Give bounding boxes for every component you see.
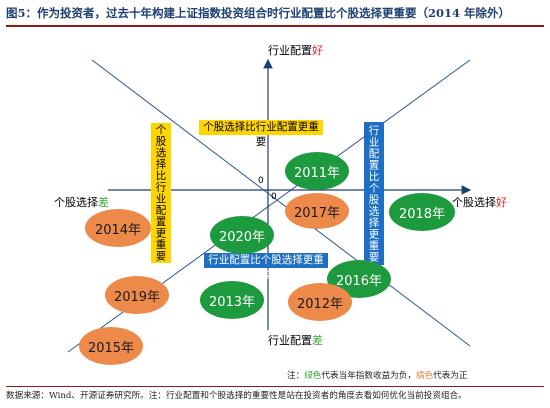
diagonal-line-descending	[91, 59, 471, 347]
region-label-stock-over-sector-horizontal: 个股选择比行业配置更重要	[199, 120, 323, 148]
year-bubble-2014: 2014年	[85, 209, 151, 247]
region-label-sector-over-stock-vertical: 行业配置比个股选择更重要	[364, 122, 384, 265]
axis-label-right: 个股选择好	[452, 196, 507, 209]
year-bubble-2013: 2013年	[200, 281, 264, 319]
year-bubble-2015: 2015年	[79, 327, 143, 365]
region-label-stock-over-sector-vertical: 个股选择比行业配置更重要	[151, 123, 171, 263]
year-bubble-2020: 2020年	[210, 216, 274, 254]
title-rule	[6, 25, 544, 27]
axis-label-top: 行业配置好	[268, 44, 323, 57]
year-bubble-2012: 2012年	[288, 283, 352, 321]
year-bubble-2011: 2011年	[285, 152, 349, 190]
color-legend-note: 注：绿色代表当年指数收益为负，橘色代表为正	[287, 371, 468, 381]
year-bubble-2017: 2017年	[285, 193, 349, 229]
region-label-sector-over-stock-horizontal: 行业配置比个股选择更重要	[204, 253, 328, 281]
origin-label-x: 0	[258, 176, 264, 186]
figure-title: 图5：作为投资者，过去十年构建上证指数投资组合时行业配置比个股选择更重要（201…	[6, 6, 511, 20]
origin-label-y: 0	[271, 192, 277, 202]
axis-label-left: 个股选择差	[54, 196, 109, 209]
axis-label-bottom: 行业配置差	[268, 334, 323, 347]
source-note: 数据来源：Wind、开源证券研究所。注：行业配置和个股选择的重要性是站在投资者的…	[6, 391, 467, 401]
year-bubble-2018: 2018年	[389, 193, 455, 231]
year-bubble-2019: 2019年	[105, 276, 169, 314]
source-rule	[6, 386, 544, 387]
